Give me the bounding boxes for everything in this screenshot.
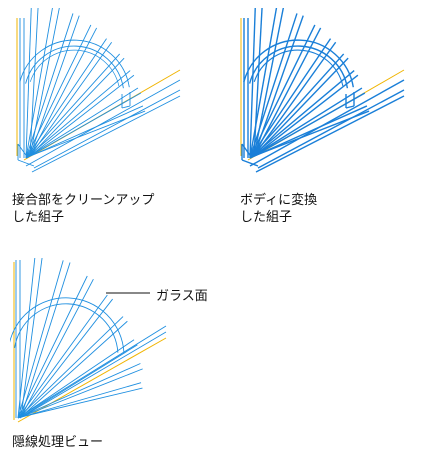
muntin-bar — [17, 363, 141, 419]
sill-line — [257, 89, 405, 169]
sill-line — [19, 331, 167, 419]
muntin-bar-edge — [253, 110, 370, 157]
muntin-bar — [249, 13, 298, 159]
muntin-bar-edge — [20, 344, 138, 418]
muntin-bar — [249, 70, 355, 159]
muntin-bar — [249, 8, 256, 159]
muntin-bar-edge — [20, 278, 94, 418]
muntin-bar — [17, 382, 142, 419]
muntin-bar — [249, 87, 363, 159]
body-converted-drawing — [240, 8, 405, 173]
muntin-bar-edge — [20, 387, 143, 418]
sill-line — [33, 89, 181, 169]
muntin-bar — [25, 53, 121, 159]
muntin-bar — [25, 70, 131, 159]
arch-outer — [19, 39, 130, 88]
muntin-bar — [249, 38, 332, 159]
figure-body-converted — [238, 8, 408, 178]
sill-line — [25, 79, 181, 167]
caption-cleaned-joints: 接合部をクリーンアップ した組子 — [12, 193, 155, 225]
muntin-bar-edge — [29, 74, 135, 157]
muntin-bar — [25, 38, 107, 159]
muntin-bar-edge — [20, 262, 71, 418]
arch-foot — [121, 105, 131, 109]
muntin-bar — [25, 13, 74, 159]
muntin-bar — [249, 8, 278, 159]
arch-foot — [345, 105, 355, 109]
muntin-bar-edge — [29, 57, 125, 157]
pivot-block — [241, 159, 259, 167]
caption-hidden-line-view: 隠線処理ビュー — [12, 435, 104, 450]
sill-line — [31, 95, 181, 173]
muntin-bar — [17, 260, 64, 419]
hidden-line-view-drawing — [10, 258, 167, 423]
muntin-bar-edge — [20, 368, 143, 418]
muntin-bar — [17, 258, 36, 419]
muntin-bar — [17, 316, 124, 419]
muntin-bar — [17, 294, 108, 419]
caption-body-converted: ボディに変換 した組子 — [240, 193, 318, 225]
arch-inner — [14, 303, 119, 353]
figure-cleaned-joints — [14, 8, 184, 178]
sill-line — [255, 95, 405, 173]
sill-line — [23, 325, 167, 415]
muntin-bar-edge — [20, 320, 128, 418]
muntin-bar-edge — [253, 41, 337, 157]
muntin-bar-edge — [20, 258, 43, 418]
arch-outer — [10, 297, 125, 353]
muntin-bar — [25, 105, 144, 159]
arch-inner — [248, 45, 349, 89]
muntin-bar-edge — [29, 41, 113, 157]
pivot-block — [17, 159, 35, 167]
muntin-bar — [25, 8, 53, 159]
muntin-bar — [17, 275, 88, 419]
pivot-block — [241, 143, 253, 159]
glass-surface-label: ガラス面 — [156, 289, 208, 304]
muntin-bar — [25, 87, 139, 159]
muntin-bar-edge — [29, 110, 146, 157]
arch-inner-2 — [29, 49, 120, 87]
cleaned-joints-drawing — [16, 8, 181, 173]
muntin-bar — [249, 24, 316, 159]
muntin-bar-edge — [20, 298, 113, 418]
pivot-block — [17, 143, 29, 159]
muntin-bar — [17, 339, 135, 419]
muntin-bar-edge — [253, 57, 349, 157]
muntin-bar-edge — [29, 27, 98, 157]
arch-inner-2 — [253, 49, 344, 87]
muntin-bar — [249, 53, 345, 159]
muntin-bar — [25, 8, 32, 159]
arch-inner — [25, 45, 124, 89]
muntin-bar-edge — [253, 74, 359, 157]
figure-hidden-line-view — [10, 258, 220, 428]
arch-outer — [243, 39, 354, 88]
muntin-bar — [25, 24, 92, 159]
